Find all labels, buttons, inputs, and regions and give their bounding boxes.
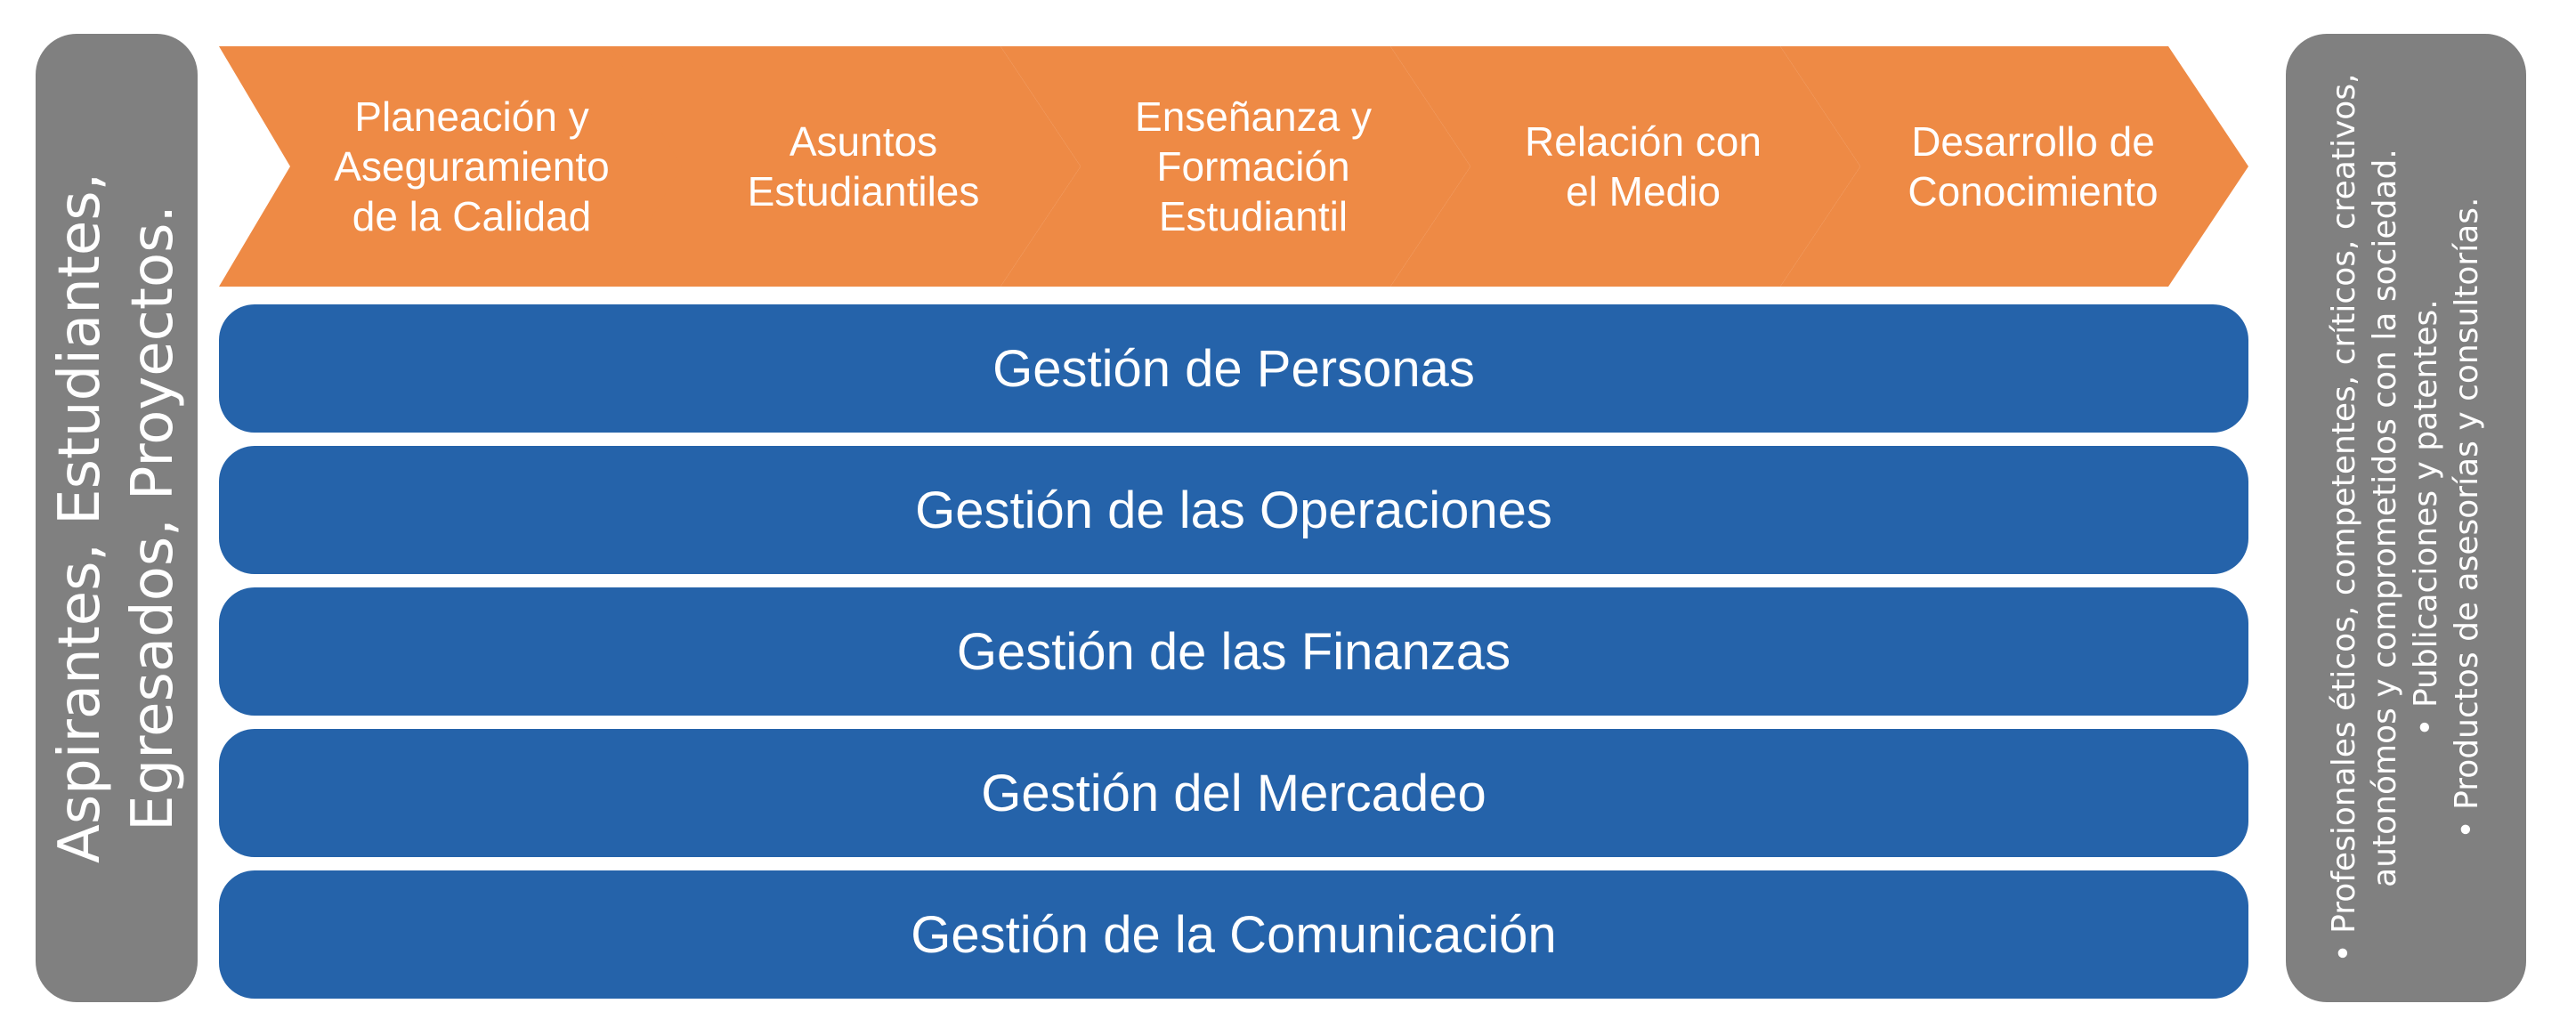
- chevron-2: [611, 46, 1081, 287]
- chevron-5-label: Desarrollo de Conocimiento: [1864, 46, 2202, 287]
- bar-label: Gestión del Mercadeo: [981, 764, 1486, 822]
- chevron-3-line: Estudiantil: [1158, 193, 1349, 239]
- bar-gestion-operaciones: Gestión de las Operaciones: [219, 446, 2248, 574]
- chevron-4-line: el Medio: [1566, 168, 1721, 214]
- left-panel: Aspirantes, Estudiantes, Egresados, Proy…: [36, 34, 198, 1002]
- chevron-2-label: Asuntos Estudiantiles: [694, 46, 1033, 287]
- bar-gestion-finanzas: Gestión de las Finanzas: [219, 587, 2248, 716]
- chevron-2-line: Asuntos: [789, 118, 938, 165]
- chevron-5-line: Desarrollo de: [1911, 118, 2155, 165]
- chevron-4-line: Relación con: [1525, 118, 1762, 165]
- right-panel-line: • Productos de asesorías y consultorías.: [2449, 197, 2485, 839]
- right-panel-line: autonómos y comprometidos con la socieda…: [2367, 149, 2403, 887]
- bar-label: Gestión de las Operaciones: [915, 481, 1552, 539]
- chevron-1-line: de la Calidad: [352, 193, 592, 239]
- chevron-2-line: Estudiantiles: [747, 168, 980, 214]
- chevron-3-line: Formación: [1156, 143, 1350, 190]
- chevron-4: [1390, 46, 1860, 287]
- bar-label: Gestión de Personas: [992, 339, 1475, 398]
- chevron-3-line: Enseñanza y: [1135, 93, 1372, 140]
- chevron-3: [1000, 46, 1470, 287]
- chevron-1-label: Planeación y Aseguramiento de la Calidad: [299, 46, 644, 287]
- right-panel-line: • Profesionales éticos, competentes, crí…: [2326, 73, 2362, 963]
- chevron-4-label: Relación con el Medio: [1474, 46, 1812, 287]
- bar-gestion-mercadeo: Gestión del Mercadeo: [219, 729, 2248, 857]
- chevron-5-line: Conocimiento: [1908, 168, 2159, 214]
- chevron-1-line: Planeación y: [354, 93, 589, 140]
- chevron-5: [1780, 46, 2248, 287]
- right-panel-text: • Profesionales éticos, competentes, crí…: [2297, 46, 2515, 990]
- right-panel: • Profesionales éticos, competentes, crí…: [2286, 34, 2526, 1002]
- chevron-3-label: Enseñanza y Formación Estudiantil: [1084, 46, 1422, 287]
- bar-label: Gestión de las Finanzas: [956, 622, 1511, 681]
- bar-gestion-comunicacion: Gestión de la Comunicación: [219, 870, 2248, 999]
- chevron-1: [219, 46, 694, 287]
- right-panel-line: • Publicaciones y patentes.: [2408, 299, 2444, 737]
- bar-gestion-personas: Gestión de Personas: [219, 304, 2248, 433]
- bar-label: Gestión de la Comunicación: [911, 905, 1557, 964]
- chevron-1-line: Aseguramiento: [334, 143, 610, 190]
